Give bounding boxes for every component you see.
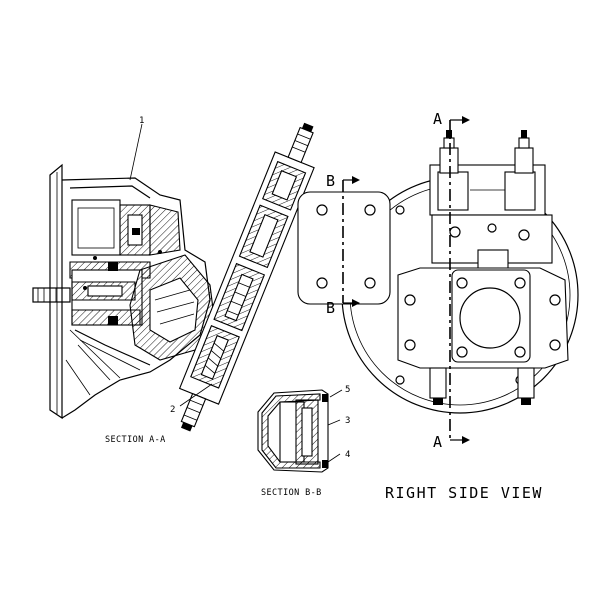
callout-2-leader: [179, 383, 213, 407]
section-marker-b-bottom: B: [326, 299, 335, 317]
section-aa-drawing: [32, 163, 216, 420]
caption-right-side-view: RIGHT SIDE VIEW: [385, 484, 543, 502]
callout-3: 3: [345, 416, 350, 426]
section-marker-b-top: B: [326, 172, 335, 190]
callout-1-leader: [129, 123, 143, 181]
caption-section-aa: SECTION A-A: [105, 435, 166, 445]
control-valve-body: [178, 122, 315, 432]
section-marker-a-top: A: [433, 110, 442, 128]
section-bb-drawing: [257, 389, 343, 473]
right-side-view-drawing: [297, 116, 579, 444]
caption-section-bb: SECTION B-B: [261, 488, 322, 498]
section-marker-a-bottom: A: [433, 433, 442, 451]
callout-5: 5: [345, 385, 350, 395]
callout-2: 2: [170, 405, 175, 415]
callout-1: 1: [139, 116, 144, 126]
callout-4: 4: [345, 450, 350, 460]
